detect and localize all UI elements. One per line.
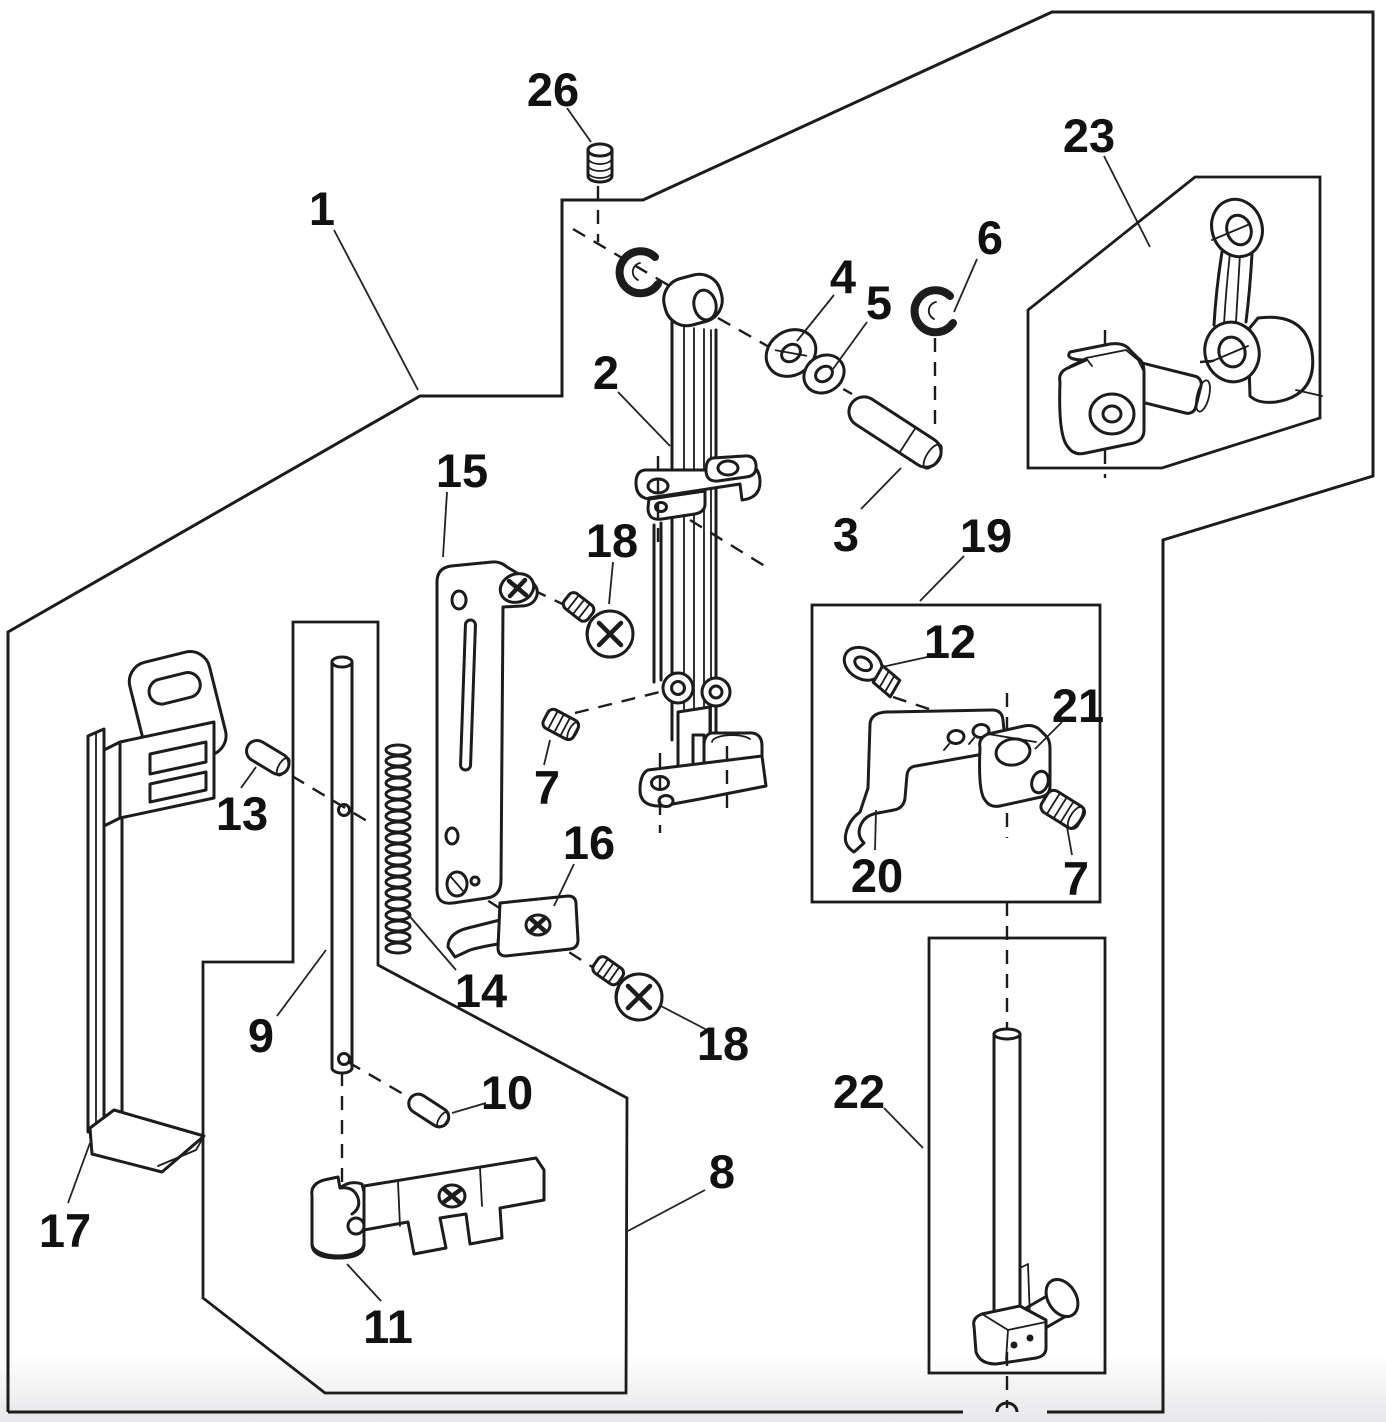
callout-label-17: 17 — [39, 1204, 91, 1257]
callout-label-5: 5 — [866, 276, 892, 329]
callout-label-20: 20 — [851, 849, 903, 902]
part-23-crank-boss — [1246, 315, 1315, 404]
callout-leader-3 — [860, 467, 902, 510]
part-13-pin — [245, 738, 291, 777]
callout-label-11: 11 — [363, 1300, 413, 1353]
callout-leader-15 — [442, 491, 448, 558]
callout-label-7b: 7 — [1063, 852, 1089, 905]
callout-label-18b: 18 — [697, 1017, 749, 1070]
callout-label-16: 16 — [563, 816, 615, 869]
part-15-support-plate — [435, 560, 539, 905]
callout-label-9: 9 — [248, 1009, 274, 1062]
part-16-guide-bracket — [446, 894, 580, 959]
part-7a-set-screw — [541, 707, 581, 742]
part-3-pin — [847, 395, 943, 470]
part-23-crank-assembly — [1058, 197, 1323, 456]
part-5-washer — [802, 353, 846, 395]
callout-label-22: 22 — [833, 1065, 885, 1118]
callout-leader-10 — [451, 1102, 487, 1114]
callout-label-15: 15 — [436, 444, 488, 497]
callout-leader-18b — [658, 1004, 708, 1031]
callout-label-3: 3 — [833, 508, 859, 561]
callout-leader-17 — [67, 1142, 91, 1204]
callout-leader-16 — [553, 863, 575, 907]
callout-leader-9 — [276, 949, 327, 1017]
callout-label-10: 10 — [481, 1066, 533, 1119]
callout-leader-7a — [543, 739, 551, 766]
callout-leader-8 — [627, 1189, 706, 1232]
callout-label-4: 4 — [830, 250, 856, 303]
callout-leader-21 — [1034, 721, 1063, 750]
callout-leader-1 — [333, 229, 419, 391]
part-17-foot — [88, 1108, 206, 1174]
part-11-clamp — [310, 1156, 546, 1260]
callout-leader-12 — [881, 655, 933, 668]
callout-leader-5 — [832, 321, 868, 370]
callout-label-26: 26 — [527, 63, 579, 116]
subassembly-box-19 — [810, 603, 1102, 904]
subassembly-box-22 — [927, 936, 1107, 1375]
part-17-lifter-lever — [86, 650, 228, 1174]
callout-label-21: 21 — [1052, 679, 1104, 732]
callout-label-7a: 7 — [534, 761, 560, 814]
callout-label-12: 12 — [924, 615, 976, 668]
subassembly-box-23 — [1026, 175, 1322, 470]
part-26-cushion — [586, 142, 614, 184]
callout-leader-2 — [617, 391, 671, 447]
callout-leader-7b — [1066, 826, 1073, 856]
callout-leader-14 — [405, 911, 457, 971]
callout-label-19: 19 — [960, 509, 1012, 562]
part-22-presser-bar — [972, 1027, 1080, 1366]
part-14-spring — [384, 743, 412, 955]
callout-label-2: 2 — [593, 346, 619, 399]
callout-label-8: 8 — [709, 1145, 735, 1198]
callout-leader-11 — [346, 1263, 382, 1302]
callout-label-13: 13 — [216, 787, 268, 840]
assembly-axes-over — [291, 358, 1225, 1408]
callout-leader-13 — [240, 766, 257, 789]
callout-label-6: 6 — [977, 211, 1003, 264]
callout-label-1: 1 — [309, 182, 335, 235]
callout-leader-18a — [608, 561, 614, 605]
part-7b-set-screw — [1039, 788, 1087, 831]
callout-label-14: 14 — [455, 964, 507, 1017]
part-2-needle-bar — [634, 272, 768, 808]
part-eclip-top — [615, 247, 662, 298]
callout-label-18a: 18 — [586, 514, 638, 567]
callout-leader-19 — [919, 555, 965, 602]
callout-leader-22 — [883, 1107, 924, 1149]
part-18a-screw — [561, 591, 635, 659]
callout-leader-4 — [796, 294, 835, 342]
part-18b-screw — [591, 955, 664, 1022]
callout-leader-23 — [1103, 155, 1151, 248]
part-10-pin — [407, 1092, 451, 1129]
callout-leader-20 — [874, 809, 877, 851]
callout-leader-6 — [953, 258, 978, 313]
part-12-screw — [842, 645, 902, 699]
callout-label-23: 23 — [1063, 109, 1115, 162]
part-21-block — [978, 724, 1052, 808]
part-9-rod — [330, 655, 354, 1075]
subassembly-box-8 — [201, 620, 629, 1395]
callout-leader-26 — [566, 107, 592, 143]
part-6-eclip — [910, 286, 957, 337]
